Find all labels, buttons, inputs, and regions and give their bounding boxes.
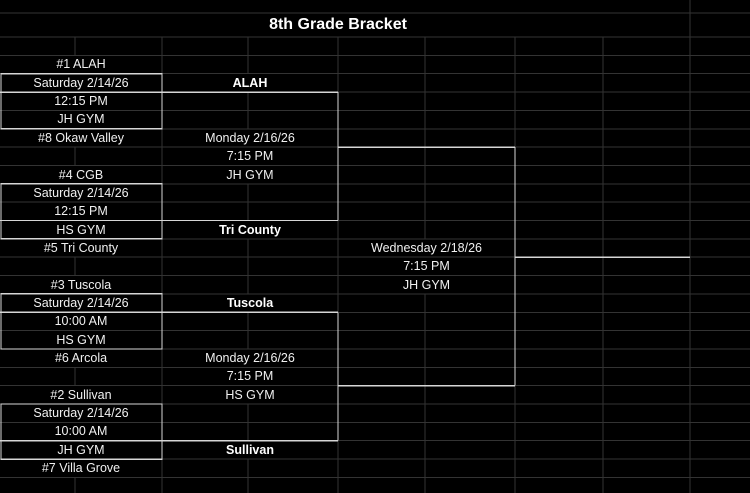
qf4-date: Saturday 2/14/26 xyxy=(33,406,129,420)
qf1-time: 12:15 PM xyxy=(54,94,108,109)
qf2-date: Saturday 2/14/26 xyxy=(33,185,129,200)
qf1-venue: JH GYM xyxy=(57,112,105,127)
championship-date: Wednesday 2/18/26 xyxy=(371,240,482,255)
championship-venue: JH GYM xyxy=(402,277,451,292)
sf2-date: Monday 2/16/26 xyxy=(205,351,295,365)
qf3-top-seed: #3 Tuscola xyxy=(50,277,112,292)
qf3-time: 10:00 AM xyxy=(54,314,108,329)
qf1-date: Saturday 2/14/26 xyxy=(33,75,129,90)
sf2-time: 7:15 PM xyxy=(226,369,274,384)
qf4-time: 10:00 AM xyxy=(54,424,108,439)
qf4-bottom-seed: #7 Villa Grove xyxy=(41,461,121,476)
qf3-venue: HS GYM xyxy=(56,332,106,347)
qf2-bottom-seed: #5 Tri County xyxy=(43,240,119,255)
qf2-time: 12:15 PM xyxy=(54,204,108,219)
qf3-bottom-seed: #6 Arcola xyxy=(54,351,108,365)
sf1-date: Monday 2/16/26 xyxy=(205,130,295,145)
sf2-venue: HS GYM xyxy=(225,387,275,402)
qf2-venue: HS GYM xyxy=(56,222,106,237)
qf1-winner: ALAH xyxy=(232,75,268,90)
qf1-bottom-seed: #8 Okaw Valley xyxy=(38,130,124,145)
championship-time: 7:15 PM xyxy=(403,259,450,274)
qf3-winner: Tuscola xyxy=(226,295,274,310)
qf3-date: Saturday 2/14/26 xyxy=(33,295,129,310)
qf4-venue: JH GYM xyxy=(57,442,105,457)
qf2-winner: Tri County xyxy=(219,222,281,237)
page-title: 8th Grade Bracket xyxy=(269,16,407,33)
qf4-winner: Sullivan xyxy=(226,442,274,457)
sf1-venue: JH GYM xyxy=(226,167,274,182)
qf4-top-seed: #2 Sullivan xyxy=(50,387,112,402)
qf1-top-seed: #1 ALAH xyxy=(56,57,106,72)
qf2-top-seed: #4 CGB xyxy=(58,167,104,182)
sf1-time: 7:15 PM xyxy=(226,149,274,164)
